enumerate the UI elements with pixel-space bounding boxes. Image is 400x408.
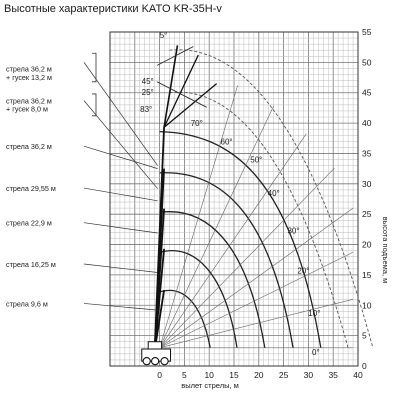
y-tick-label: 30 (362, 179, 372, 189)
jib-line (156, 46, 194, 66)
label-pointer (83, 187, 158, 202)
x-axis-label: вылет стрелы, м (181, 381, 239, 390)
angle-rays: 70° 60° 50° 40° 30° 20° 10° 0° 83° 45° 25° 5° (140, 31, 354, 357)
label-pointer (83, 263, 158, 273)
x-tick-label: 5 (182, 370, 187, 380)
angle-label: 0° (312, 348, 320, 357)
boom-label: + гусек 8,0 м (6, 105, 48, 114)
label-pointer (83, 222, 158, 234)
height-arc (159, 250, 238, 348)
chart-title: Высотные характеристики KATO KR-35H-v (4, 3, 222, 15)
boom-label: + гусек 13,2 м (6, 73, 52, 82)
y-tick-label: 0 (362, 361, 367, 371)
label-pointer (83, 145, 158, 169)
boom-section (153, 127, 165, 351)
grid (109, 31, 359, 367)
height-arc (159, 211, 266, 348)
y-tick-label: 35 (362, 148, 372, 158)
x-tick-label: 15 (229, 370, 239, 380)
x-tick-label: 30 (304, 370, 314, 380)
x-tick-label: 0 (157, 370, 162, 380)
y-tick-label: 20 (362, 240, 372, 250)
y-tick-label: 40 (362, 118, 372, 128)
boom-label: стрела 36,2 м (6, 97, 52, 106)
boom-label: стрела 16,25 м (6, 260, 56, 269)
label-bracket (92, 93, 97, 117)
angle-ray (159, 133, 307, 348)
jib-line (163, 54, 199, 128)
jib-line (156, 81, 207, 108)
y-tick-label: 10 (362, 300, 372, 310)
crane-wheel (160, 356, 169, 366)
angle-label: 10° (308, 309, 320, 318)
x-tick-label: 25 (279, 370, 289, 380)
angle-ray (159, 168, 335, 348)
y-tick-label: 5 (362, 331, 367, 341)
angle-ray (159, 207, 354, 349)
y-tick-label: 15 (362, 270, 372, 280)
label-bracket (92, 52, 97, 83)
boom-label: стрела 22,9 м (6, 219, 52, 228)
angle-label: 45° (142, 77, 154, 86)
angle-ray (159, 298, 354, 349)
height-arc (159, 289, 211, 348)
x-tick-label: 35 (328, 370, 338, 380)
crane-cabin (147, 341, 163, 350)
y-tick-label: 25 (362, 209, 372, 219)
plot-border (109, 31, 359, 367)
crane-wheel (142, 356, 151, 366)
angle-ray (159, 105, 274, 348)
height-arc (159, 130, 322, 348)
boom-label: стрела 36,2 м (6, 64, 52, 73)
height-arc (159, 172, 294, 348)
jib-arc (169, 49, 374, 348)
y-tick-label: 50 (362, 57, 372, 67)
y-tick-label: 55 (362, 27, 372, 37)
y-axis-label: высота подъема, м (381, 217, 390, 284)
height-arcs (159, 49, 374, 348)
angle-label: 30° (287, 227, 299, 236)
angle-ray (159, 85, 238, 348)
angle-label: 50° (250, 156, 262, 165)
angle-label: 70° (191, 119, 203, 128)
boom-label: стрела 9,6 м (6, 299, 48, 308)
x-tick-label: 20 (254, 370, 264, 380)
angle-label: 40° (268, 189, 280, 198)
angle-label: 5° (160, 31, 168, 40)
x-tick-label: 40 (353, 370, 363, 380)
angle-label: 20° (297, 267, 309, 276)
angle-label: 25° (142, 88, 154, 97)
boom-label: стрела 29,55 м (6, 184, 56, 193)
crane-boom (141, 45, 218, 366)
jib-line (163, 45, 179, 128)
angle-label: 60° (221, 137, 233, 146)
crane-wheel (150, 356, 160, 366)
y-tick-label: 45 (362, 88, 372, 98)
jib-arc (169, 91, 349, 348)
angle-ray (159, 251, 354, 349)
angle-label: 83° (140, 105, 152, 114)
boom-label: стрела 36,2 м (6, 142, 52, 151)
x-tick-label: 10 (204, 370, 214, 380)
jib-line (163, 83, 218, 128)
label-pointer (83, 303, 158, 311)
